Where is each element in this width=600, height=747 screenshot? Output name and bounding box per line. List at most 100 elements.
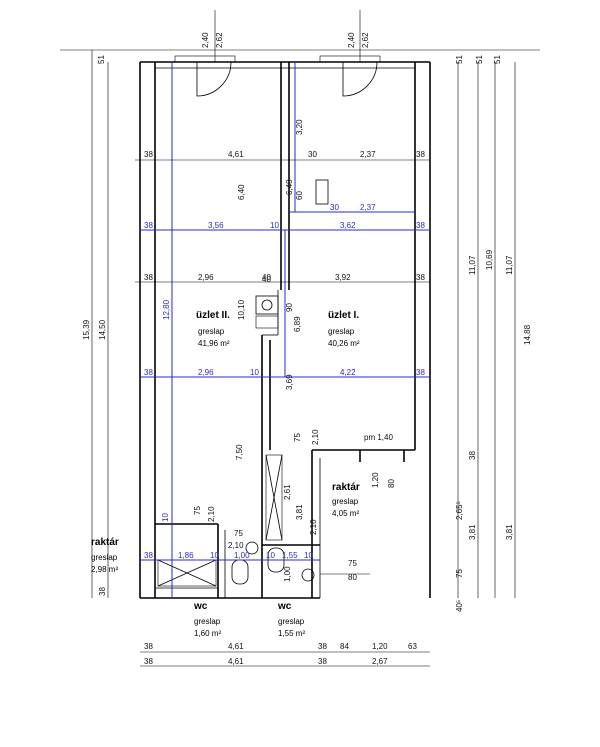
dim-51b: 51 <box>455 55 464 64</box>
row3-d: 3,62 <box>340 221 356 230</box>
walls <box>139 61 431 599</box>
row5-e: 38 <box>416 368 425 377</box>
room-raktar-left-name: raktár <box>91 537 119 548</box>
row1-c: 30 <box>308 150 317 159</box>
dim-top-262a: 2,62 <box>215 32 224 48</box>
right-dim-f: 2,65⁵ <box>455 501 464 520</box>
bottom2-c: 38 <box>318 657 327 666</box>
room-uzlet1-name: üzlet I. <box>328 310 359 321</box>
row4-a: 38 <box>144 273 153 282</box>
left-dim-b: 14,50 <box>98 319 107 340</box>
dim-51a: 51 <box>97 55 106 64</box>
ann-261: 2,61 <box>283 484 292 500</box>
row5-a: 38 <box>144 368 153 377</box>
room-raktar-right-floor: greslap <box>332 497 359 506</box>
wc-fixtures <box>157 454 315 587</box>
blue-dimension-lines <box>140 62 430 598</box>
ann-120: 1,20 <box>371 472 380 488</box>
ann-640a: 6,40 <box>237 184 246 200</box>
ann-75a: 75 <box>234 529 243 538</box>
row4-d: 3,92 <box>335 273 351 282</box>
row2-a: 30 <box>330 203 339 212</box>
row5-c: 10 <box>250 368 259 377</box>
ann-60: 60 <box>295 191 304 200</box>
ann-75c: 75 <box>293 433 302 442</box>
row3-e: 38 <box>416 221 425 230</box>
room-raktar-right-name: raktár <box>332 482 360 493</box>
room-uzlet1: üzlet I. greslap 40,26 m² <box>328 310 360 348</box>
ann-750: 7,50 <box>235 444 244 460</box>
toilet-left-icon <box>231 559 249 585</box>
row3-a: 38 <box>144 221 153 230</box>
row3-b: 3,56 <box>208 221 224 230</box>
ann-80a: 80 <box>387 479 396 488</box>
ann-689: 6,89 <box>293 316 302 332</box>
row4-b: 2,96 <box>198 273 214 282</box>
ann-369: 3,69 <box>285 374 294 390</box>
room-uzlet1-area: 40,26 m² <box>328 339 360 348</box>
room-uzlet2: üzlet II. greslap 41,96 m² <box>196 310 230 348</box>
room-uzlet2-name: üzlet II. <box>196 310 230 321</box>
row3-c: 10 <box>270 221 279 230</box>
room-raktar-left-floor: greslap <box>91 553 118 562</box>
row6-g: 10 <box>304 551 313 560</box>
entrance-doors <box>174 55 381 329</box>
row4-c: 40 <box>262 273 271 282</box>
ann-1010: 10,10 <box>237 299 246 320</box>
vertical-dimension-lines <box>91 10 516 598</box>
bottom1-a: 38 <box>144 642 153 651</box>
room-raktar-right-area: 4,05 m² <box>332 509 359 518</box>
row6-e: 10 <box>266 551 275 560</box>
bottom1-f: 63 <box>408 642 417 651</box>
ann-640b: 6,40 <box>285 179 294 195</box>
row1-e: 38 <box>416 150 425 159</box>
right-dim-h: 3,81 <box>505 524 514 540</box>
ann-210d: 2,10 <box>228 541 244 550</box>
right-dim-e: 38 <box>468 451 477 460</box>
row5-d: 4,22 <box>340 368 356 377</box>
row6-b: 1,86 <box>178 551 194 560</box>
right-dim-j: 40⁵ <box>455 600 464 612</box>
left-dim-c: 38 <box>98 587 107 596</box>
row1-b: 4,61 <box>228 150 244 159</box>
room-wc-left-floor: greslap <box>194 617 221 626</box>
row4-e: 38 <box>416 273 425 282</box>
ann-100: 1,00 <box>283 566 292 582</box>
pm-label: pm 1,40 <box>364 433 393 442</box>
room-uzlet2-area: 41,96 m² <box>198 339 230 348</box>
ann-210a: 2,10 <box>311 429 320 445</box>
bottom2-d: 2,67 <box>372 657 388 666</box>
right-dim-b: 10,69 <box>485 249 494 270</box>
right-dim-i: 75 <box>455 569 464 578</box>
dim-top-262b: 2,62 <box>361 32 370 48</box>
basin-right-icon <box>301 568 315 582</box>
room-uzlet1-floor: greslap <box>328 327 355 336</box>
room-raktar-left: raktár greslap 2,98 m² <box>91 537 119 574</box>
row2-b: 2,37 <box>360 203 376 212</box>
ann-1280: 12,80 <box>162 299 171 320</box>
row6-h: 75 <box>348 559 357 568</box>
ann-10a: 10 <box>161 513 170 522</box>
bottom2-b: 4,61 <box>228 657 244 666</box>
right-dim-d: 14,88 <box>523 324 532 345</box>
ann-381c: 3,81 <box>295 504 304 520</box>
room-wc-left-area: 1,60 m² <box>194 629 221 638</box>
ann-90: 90 <box>285 303 294 312</box>
right-dim-a: 11,07 <box>468 255 477 275</box>
ann-210c: 2,10 <box>207 506 216 522</box>
room-raktar-left-area: 2,98 m² <box>91 565 118 574</box>
room-wc-right: wc greslap 1,55 m² <box>277 601 305 638</box>
dim-top-240b: 2,40 <box>347 32 356 48</box>
row6-a: 38 <box>144 551 153 560</box>
row1-d: 2,37 <box>360 150 376 159</box>
row1-a: 38 <box>144 150 153 159</box>
row6-i: 80 <box>348 573 357 582</box>
row5-b: 2,96 <box>198 368 214 377</box>
right-dim-c: 11,07 <box>505 255 514 275</box>
room-wc-right-name: wc <box>277 601 292 612</box>
ann-75d: 75 <box>193 506 202 515</box>
ann-40: 40 <box>262 275 271 284</box>
row6-d: 1,00 <box>234 551 250 560</box>
